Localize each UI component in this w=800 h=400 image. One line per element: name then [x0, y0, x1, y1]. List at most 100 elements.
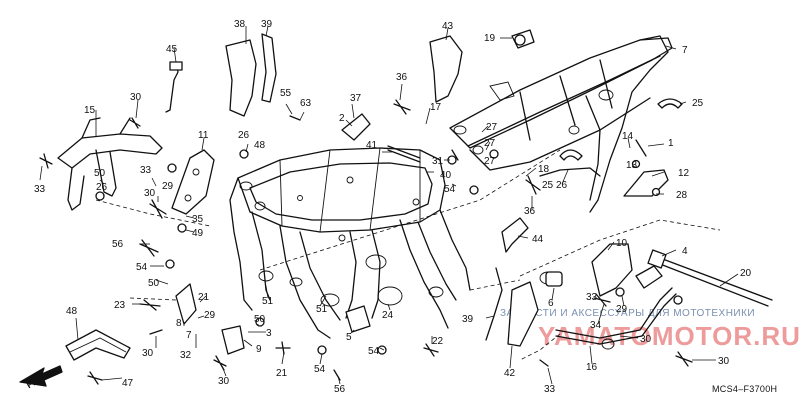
callout-2: 2: [339, 113, 345, 124]
callout-42: 42: [504, 368, 516, 379]
callout-41: 41: [366, 140, 378, 151]
callout-26c: 26: [238, 130, 250, 141]
callout-21b: 21: [198, 292, 210, 303]
callout-20: 20: [740, 268, 752, 279]
callout-35: 35: [192, 214, 204, 225]
main-frame: [229, 147, 471, 339]
callout-51: 51: [316, 304, 328, 315]
front-arrow: [19, 365, 63, 387]
callout-19: 19: [484, 33, 496, 44]
bracket-42: [507, 281, 539, 347]
callout-6: 6: [548, 298, 554, 309]
callout-55: 55: [280, 88, 292, 99]
callout-7: 7: [682, 45, 688, 56]
callout-1: 1: [668, 138, 674, 149]
callout-14: 14: [622, 131, 634, 142]
stay-8: [175, 283, 197, 325]
callout-54d: 54: [136, 262, 148, 273]
callout-12: 12: [678, 168, 690, 179]
callout-31: 31: [432, 156, 444, 167]
callout-7b: 7: [186, 330, 192, 341]
strip-39: [261, 33, 277, 103]
bracket-48: [65, 329, 131, 361]
stay-9: [221, 325, 245, 355]
callout-50b: 50: [148, 278, 160, 289]
callout-30d: 30: [218, 376, 230, 387]
callout-30: 30: [130, 92, 142, 103]
bracket-10: [591, 243, 633, 297]
pipe-16: [555, 287, 673, 339]
callout-54b: 54: [368, 346, 380, 357]
rod-20: [659, 257, 773, 307]
callout-33: 33: [586, 292, 598, 303]
rod-41: [387, 145, 421, 163]
callout-13: 13: [626, 160, 638, 171]
callout-23: 23: [114, 300, 126, 311]
callout-29: 29: [616, 304, 628, 315]
callout-25b: 25: [542, 180, 554, 191]
callout-16: 16: [586, 362, 598, 373]
callout-37: 37: [350, 93, 362, 104]
callout-36b: 36: [524, 206, 536, 217]
callout-48: 48: [66, 306, 78, 317]
callout-43: 43: [442, 21, 454, 32]
callout-29b: 29: [204, 310, 216, 321]
callout-39: 39: [261, 19, 273, 30]
callout-18: 18: [538, 164, 550, 175]
diagram-code: MCS4–F3700H: [712, 384, 777, 394]
watermark-line2: YAMATOMOTOR.RU: [538, 321, 800, 351]
watermark: ЗАПЧАСТИ И АКСЕССУАРЫ ДЛЯ МОТОТЕХНИКИ YA…: [500, 308, 800, 351]
callout-33b: 33: [544, 384, 556, 395]
callout-30e: 30: [142, 348, 154, 359]
callout-30c: 30: [718, 356, 730, 367]
callout-36: 36: [396, 72, 408, 83]
callout-26b: 26: [96, 182, 108, 193]
bracket-15: [57, 117, 163, 211]
collar-6: [545, 271, 563, 287]
callout-30b: 30: [640, 334, 652, 345]
callout-39b: 39: [462, 314, 474, 325]
callout-11: 11: [198, 130, 209, 141]
callout-33d: 33: [140, 165, 152, 176]
callout-25: 25: [692, 98, 704, 109]
callout-26: 26: [556, 180, 568, 191]
callout-labels: 38 39 45 43 19 7 15 30 11 37 2 41 36 17 …: [34, 19, 752, 395]
callout-10: 10: [616, 238, 628, 249]
plate-44: [501, 217, 529, 253]
callout-32: 32: [180, 350, 192, 361]
callout-30f: 30: [144, 188, 156, 199]
callout-54: 54: [444, 184, 456, 195]
bolts: [39, 99, 693, 385]
callout-63: 63: [300, 98, 312, 109]
callout-21: 21: [276, 368, 288, 379]
plate-38: [225, 39, 257, 117]
callout-45: 45: [166, 44, 178, 55]
callout-27c: 27: [484, 156, 496, 167]
callout-17: 17: [430, 102, 442, 113]
callout-9: 9: [256, 344, 262, 355]
callout-15: 15: [84, 105, 96, 116]
callout-24: 24: [382, 310, 394, 321]
strip-39b: [485, 267, 503, 341]
callout-3: 3: [266, 328, 272, 339]
clamp-25: [657, 98, 683, 109]
callout-38: 38: [234, 19, 246, 30]
callout-49: 49: [192, 228, 204, 239]
callout-44: 44: [532, 234, 544, 245]
callout-40: 40: [440, 170, 452, 181]
bracket-43: [429, 35, 463, 103]
callout-50: 50: [254, 314, 266, 325]
watermark-line1: ЗАПЧАСТИ И АКСЕССУАРЫ ДЛЯ МОТОТЕХНИКИ: [500, 308, 755, 319]
callout-8: 8: [176, 318, 182, 329]
callout-51b: 51: [262, 296, 274, 307]
callout-29c: 29: [162, 181, 174, 192]
callout-47: 47: [122, 378, 134, 389]
clamp-25b: [559, 149, 583, 161]
callout-56: 56: [334, 384, 346, 395]
callout-56b: 56: [112, 239, 124, 250]
callout-33c: 33: [34, 184, 46, 195]
stay-34: [635, 265, 663, 289]
bracket-11: [171, 149, 215, 215]
callout-28: 28: [676, 190, 688, 201]
